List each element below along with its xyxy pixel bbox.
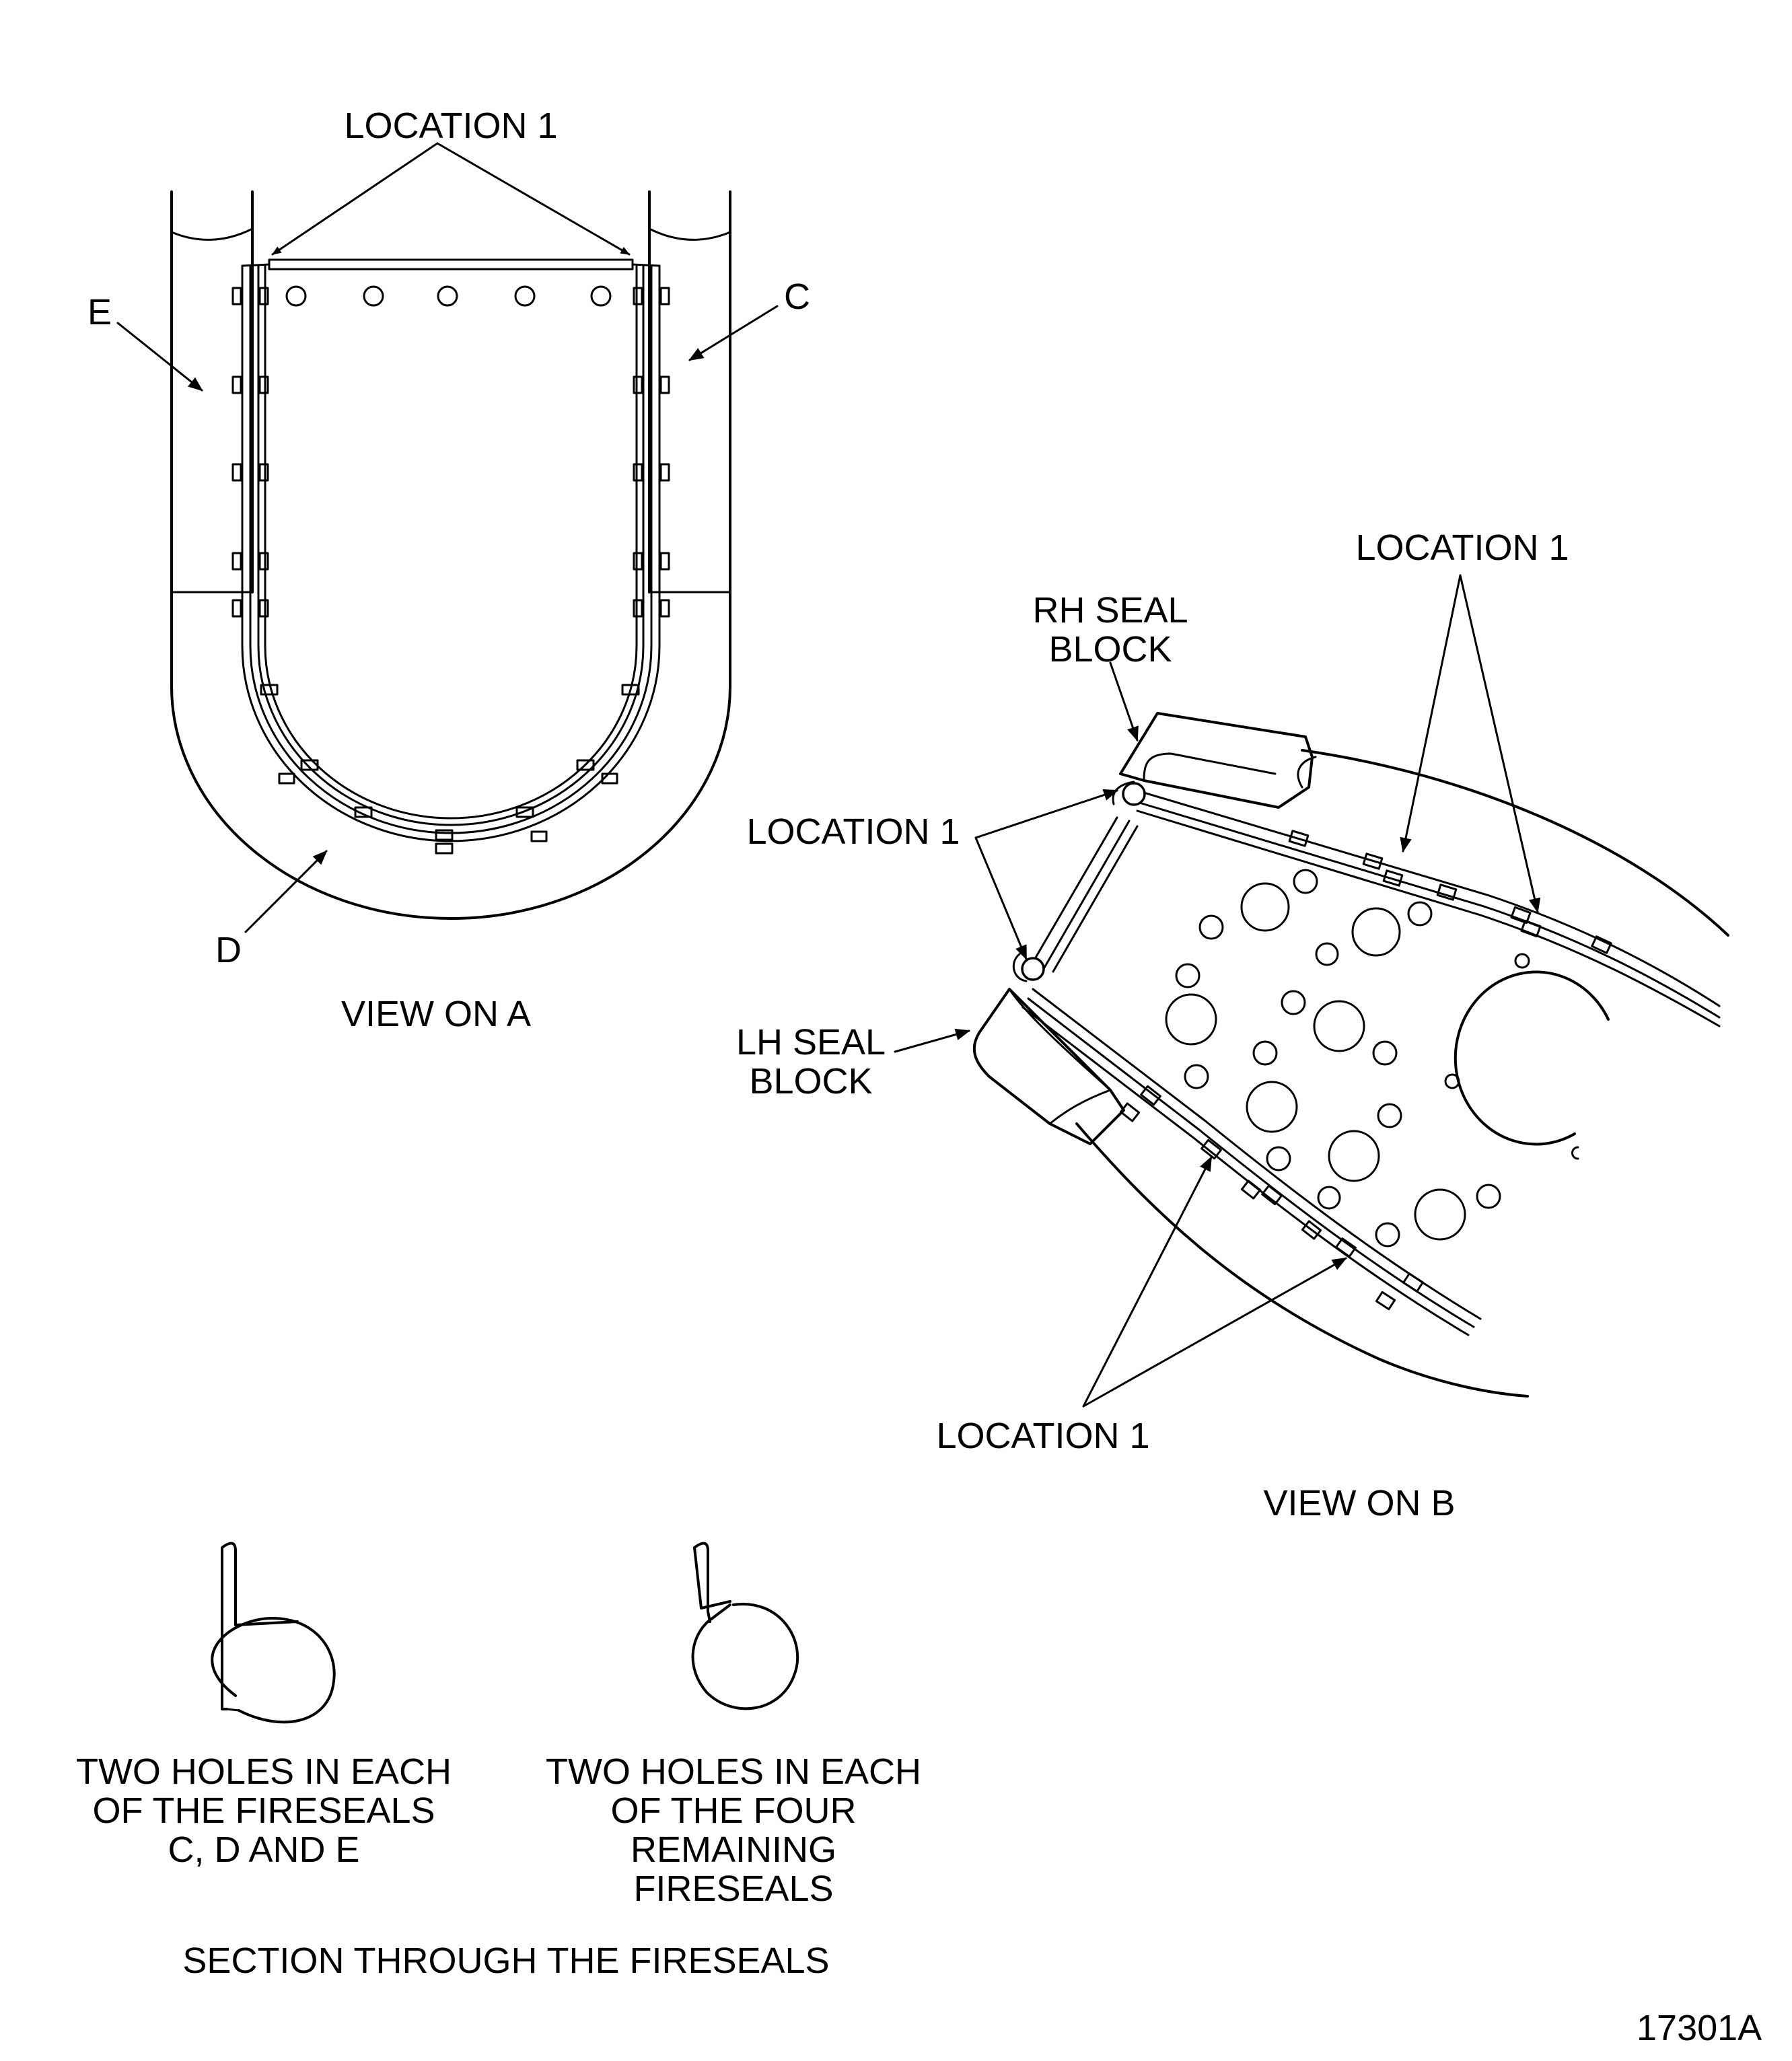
view-a-d-arrow xyxy=(244,850,328,933)
view-a-e-arrow xyxy=(116,322,203,392)
view-b-bottom-arrow-left xyxy=(1082,1156,1213,1408)
view-b-lower-clips xyxy=(1119,1085,1424,1311)
view-b-left-arrow-lower xyxy=(974,836,1028,961)
view-b-drawing xyxy=(894,574,1729,1408)
section-right-profile xyxy=(691,1542,799,1710)
lh-seal-block-label: LH SEAL BLOCK xyxy=(736,1023,886,1101)
view-a-outer-housing xyxy=(170,190,731,920)
view-a-caption: VIEW ON A xyxy=(341,994,532,1034)
section-left-caption-line-3: C, D AND E xyxy=(168,1830,360,1870)
section-left-caption-line-1: TWO HOLES IN EACH xyxy=(75,1751,452,1792)
view-b-upper-clips xyxy=(1288,830,1612,954)
view-b-bottom-arrow-right xyxy=(1082,1257,1347,1408)
rh-seal-block-line-2: BLOCK xyxy=(1048,629,1172,670)
section-right-caption-line-2: OF THE FOUR xyxy=(610,1791,857,1831)
section-right-caption-line-1: TWO HOLES IN EACH xyxy=(545,1751,922,1792)
lh-seal-block xyxy=(972,988,1125,1145)
rh-seal-block-line-1: RH SEAL xyxy=(1032,590,1188,630)
view-b-top-arrow-left xyxy=(1400,574,1462,853)
view-a-location-arrow-right xyxy=(436,142,631,256)
view-b-left-arrow-upper xyxy=(974,789,1119,839)
view-b-location-label-top: LOCATION 1 xyxy=(1355,528,1569,568)
lh-seal-block-arrow xyxy=(894,1028,971,1053)
view-a-bottom-clips xyxy=(260,684,640,855)
rh-seal-block-arrow xyxy=(1109,661,1139,742)
rh-seal-block xyxy=(1119,712,1317,809)
section-title: SECTION THROUGH THE FIRESEALS xyxy=(182,1941,830,1981)
view-b-caption: VIEW ON B xyxy=(1263,1483,1456,1523)
rh-seal-block-label: RH SEAL BLOCK xyxy=(1032,591,1188,669)
view-a-location-arrow-left xyxy=(271,142,439,256)
view-b-holes xyxy=(1165,869,1579,1248)
section-right-caption-line-4: FIRESEALS xyxy=(633,1869,834,1909)
figure-number: 17301A xyxy=(1637,2008,1762,2048)
view-b-location-label-left: LOCATION 1 xyxy=(746,811,960,852)
view-a-top-seal xyxy=(268,258,634,270)
section-left-caption: TWO HOLES IN EACH OF THE FIRESEALS C, D … xyxy=(76,1752,452,1869)
view-b-left-seal-upper xyxy=(1122,782,1146,806)
view-a-top-holes xyxy=(285,285,612,307)
view-a-fireseal-outer xyxy=(241,264,661,842)
view-a-label-d: D xyxy=(215,930,242,970)
view-a-left-clips xyxy=(231,287,269,618)
view-b-location-label-bottom: LOCATION 1 xyxy=(936,1416,1150,1456)
lh-seal-block-line-1: LH SEAL xyxy=(736,1022,886,1062)
section-right-caption-line-3: REMAINING xyxy=(630,1830,837,1870)
view-a-right-clips xyxy=(633,287,670,618)
view-a-drawing xyxy=(116,142,779,933)
view-b-large-cutout xyxy=(1454,970,1610,1146)
view-b-top-arrow-right xyxy=(1459,574,1541,914)
view-a-location-label: LOCATION 1 xyxy=(344,106,558,146)
view-a-c-arrow xyxy=(688,305,779,361)
view-b-lower-edge xyxy=(1075,1122,1529,1398)
section-right-caption: TWO HOLES IN EACH OF THE FOUR REMAINING … xyxy=(546,1752,921,1908)
view-b-left-seal-lower xyxy=(1021,957,1045,981)
view-b-upper-edge xyxy=(1301,749,1729,937)
view-a-label-c: C xyxy=(784,277,810,317)
view-a-label-e: E xyxy=(87,292,112,332)
lh-seal-block-line-2: BLOCK xyxy=(749,1061,873,1101)
section-left-profile xyxy=(211,1542,336,1724)
section-left-caption-line-2: OF THE FIRESEALS xyxy=(92,1791,435,1831)
